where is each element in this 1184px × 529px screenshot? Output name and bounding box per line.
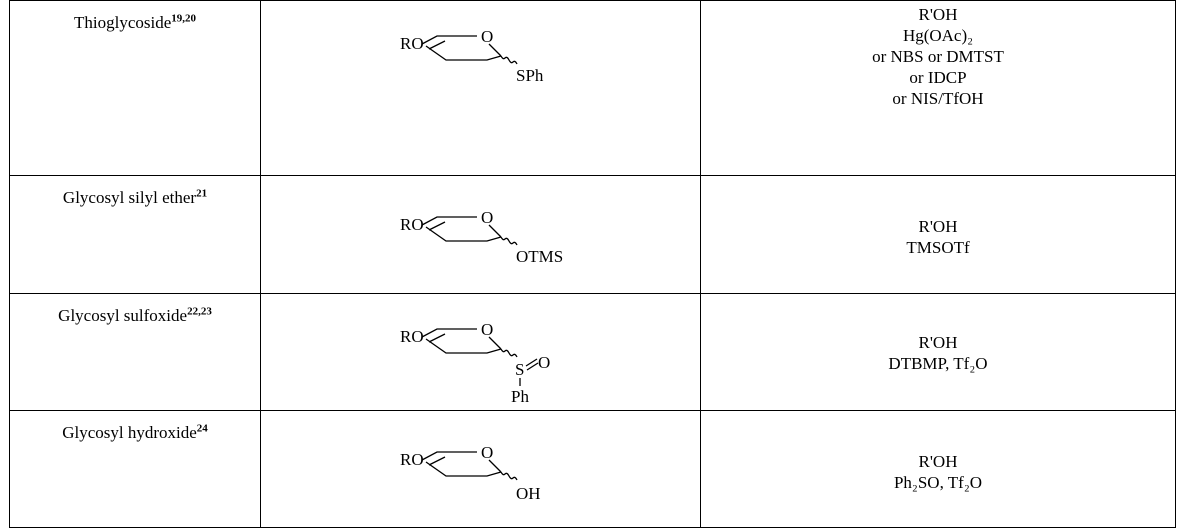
condition-line: or IDCP xyxy=(909,68,967,87)
leaving-group-label: OTMS xyxy=(516,247,563,266)
donor-name-cell: Thioglycoside19,20 xyxy=(9,0,261,176)
table-row: Glycosyl sulfoxide22,23 RO O S O Ph R'OH… xyxy=(9,293,1176,411)
donor-name: Glycosyl sulfoxide xyxy=(58,306,188,325)
donor-name-cell: Glycosyl hydroxide24 xyxy=(9,410,261,528)
condition-line: Ph₂SO, Tf₂O xyxy=(893,473,983,492)
donor-name: Thioglycoside xyxy=(73,13,172,32)
donor-name-cell: Glycosyl sulfoxide22,23 xyxy=(9,293,261,411)
wavy-bond xyxy=(500,236,518,246)
condition-line: or NBS or DMTST xyxy=(872,47,1004,66)
wavy-bond xyxy=(500,55,518,65)
ring-oxygen-label: O xyxy=(481,443,493,462)
pyranose-ring xyxy=(421,216,502,242)
leaving-group-label: SPh xyxy=(516,66,544,85)
donor-name-cell: Glycosyl silyl ether21 xyxy=(9,175,261,294)
reference-superscript: 21 xyxy=(196,187,208,200)
condition-line: R'OH xyxy=(918,452,958,471)
silyl-ether-structure: RO O OTMS xyxy=(400,208,563,266)
condition-line: R'OH xyxy=(918,5,958,24)
condition-line: or NIS/TfOH xyxy=(892,89,984,108)
pyranose-ring xyxy=(421,451,502,477)
ring-oxygen-label: O xyxy=(481,208,493,227)
pyranose-ring xyxy=(421,328,502,354)
phenyl-label: Ph xyxy=(511,387,529,406)
pyranose-ring xyxy=(421,35,502,61)
structure-cell: RO O OTMS xyxy=(260,175,701,294)
reference-superscript: 22,23 xyxy=(187,305,212,318)
donor-name: Glycosyl hydroxide xyxy=(62,423,197,442)
structure-cell: RO O OH xyxy=(260,410,701,528)
ro-label: RO xyxy=(400,450,424,469)
sulfoxide-oxygen-label: O xyxy=(538,353,550,372)
condition-line: Hg(OAc)₂ xyxy=(902,26,974,45)
structure-cell: RO O SPh xyxy=(260,0,701,176)
table-row: Glycosyl hydroxide24 RO O OH R'OH Ph₂SO,… xyxy=(9,410,1176,528)
sulfoxide-double-bond xyxy=(525,358,539,371)
condition-line: R'OH xyxy=(918,333,958,352)
wavy-bond xyxy=(500,348,518,358)
table-row: Glycosyl silyl ether21 RO O OTMS R'OH TM… xyxy=(9,175,1176,294)
glycosyl-donor-table: Thioglycoside19,20 RO O SPh R'OH Hg(OAc)… xyxy=(9,0,1176,528)
reference-superscript: 24 xyxy=(196,422,208,435)
ro-label: RO xyxy=(400,34,424,53)
table-row: Thioglycoside19,20 RO O SPh R'OH Hg(OAc)… xyxy=(9,0,1176,176)
conditions-cell: R'OH Hg(OAc)₂ or NBS or DMTST or IDCP or… xyxy=(700,0,1176,176)
hydroxide-structure: RO O OH xyxy=(400,443,541,503)
conditions-cell: R'OH Ph₂SO, Tf₂O xyxy=(700,410,1176,528)
condition-line: TMSOTf xyxy=(906,238,970,257)
ro-label: RO xyxy=(400,327,424,346)
wavy-bond xyxy=(500,471,518,481)
conditions-cell: R'OH DTBMP, Tf₂O xyxy=(700,293,1176,411)
ro-label: RO xyxy=(400,215,424,234)
structure-cell: RO O S O Ph xyxy=(260,293,701,411)
condition-line: DTBMP, Tf₂O xyxy=(888,354,988,373)
conditions-cell: R'OH TMSOTf xyxy=(700,175,1176,294)
sulfur-label: S xyxy=(515,360,524,379)
reference-superscript: 19,20 xyxy=(171,12,196,25)
thioglycoside-structure: RO O SPh xyxy=(400,27,544,85)
donor-name: Glycosyl silyl ether xyxy=(62,188,197,207)
condition-line: R'OH xyxy=(918,217,958,236)
ring-oxygen-label: O xyxy=(481,320,493,339)
leaving-group-label: OH xyxy=(516,484,541,503)
ring-oxygen-label: O xyxy=(481,27,493,46)
sulfoxide-structure: RO O S O Ph xyxy=(400,320,550,406)
